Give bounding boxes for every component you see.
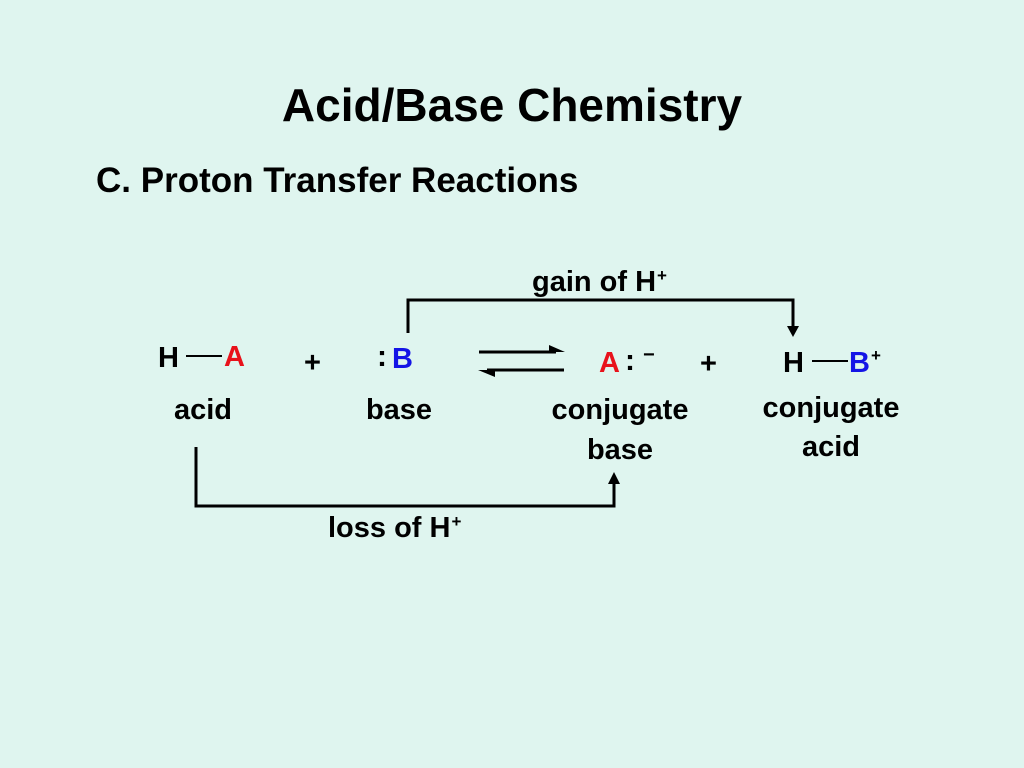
section-heading: C. Proton Transfer Reactions xyxy=(96,161,579,200)
acid-a-atom: A xyxy=(224,341,245,373)
conj-base-label-line2: base xyxy=(586,434,654,466)
slide-title: Acid/Base Chemistry xyxy=(281,79,743,131)
conj-acid-charge: + xyxy=(871,346,881,365)
gain-annotation: gain of H+ xyxy=(532,266,667,298)
conj-acid-label-line2: acid xyxy=(801,431,861,463)
loss-superscript: + xyxy=(451,512,462,531)
gain-bracket-line xyxy=(406,298,795,333)
forward-arrowhead xyxy=(549,345,565,352)
gain-text: gain of H xyxy=(532,266,657,298)
conj-base-a-atom: A xyxy=(599,347,620,379)
plus-sign-right: + xyxy=(700,348,717,380)
loss-annotation: loss of H+ xyxy=(328,512,462,544)
base-lone-pair: : xyxy=(377,340,387,373)
acid-label: acid xyxy=(173,394,233,426)
conj-acid-hydrogen: H xyxy=(783,347,804,379)
conj-base-lone-pair: : xyxy=(625,344,635,377)
gain-arrowhead xyxy=(787,326,799,337)
loss-arrowhead xyxy=(608,472,620,484)
base-b-atom: B xyxy=(392,343,413,375)
base-label: base xyxy=(365,394,433,426)
conj-acid-b-atom: B xyxy=(849,347,870,379)
loss-bracket-line xyxy=(194,447,616,508)
conj-base-charge: − xyxy=(643,344,655,366)
acid-hydrogen: H xyxy=(158,342,179,374)
plus-sign-left: + xyxy=(304,347,321,379)
loss-text: loss of H xyxy=(328,512,451,544)
conj-acid-label-line1: conjugate xyxy=(762,392,900,424)
conj-base-label-line1: conjugate xyxy=(551,394,689,426)
gain-superscript: + xyxy=(657,266,667,285)
reverse-arrowhead xyxy=(478,370,495,377)
